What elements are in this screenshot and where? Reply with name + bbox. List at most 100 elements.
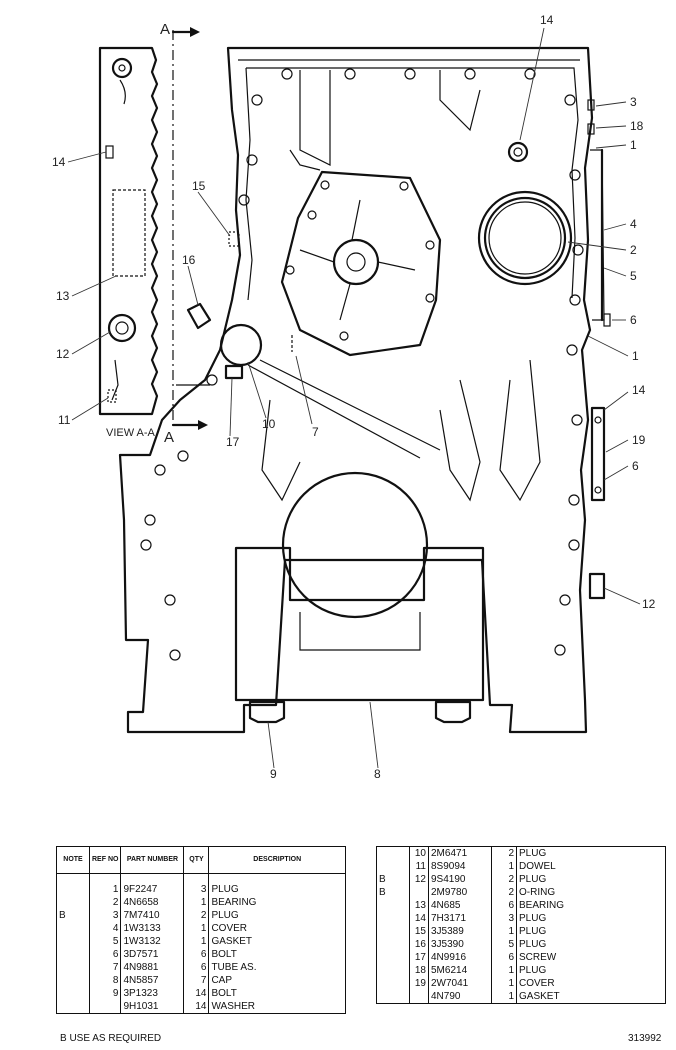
cell-qty: 2 (183, 908, 210, 922)
callout-9: 9 (270, 767, 277, 781)
cell-qty: 1 (183, 934, 210, 948)
cell-ref: 1 (89, 873, 122, 896)
cell-part: 3D7571 (120, 947, 185, 961)
callout-3: 3 (630, 95, 637, 109)
cell-note (56, 947, 90, 961)
cell-part: 1W3132 (120, 934, 185, 948)
cell-part: 4N6658 (120, 895, 185, 909)
cell-part: 3J5390 (428, 938, 492, 951)
cell-desc: PLUG (211, 909, 239, 921)
cell-ref (409, 886, 429, 899)
cell-note (56, 921, 90, 935)
cell-ref: 3 (89, 908, 122, 922)
cell-ref: 14 (409, 912, 429, 925)
cell-qty: 5 (491, 938, 517, 951)
cell-desc: GASKET (519, 991, 560, 1002)
cell-desc: COVER (519, 978, 555, 989)
cell-qty: 3 (183, 873, 210, 896)
section-line-a-a (171, 27, 210, 430)
cell-ref: 12 (409, 873, 429, 886)
cell-desc: BEARING (211, 896, 257, 908)
engine-block-exploded-diagram: 14 3 18 1 4 2 5 6 1 14 19 6 12 8 9 14 15… (52, 13, 656, 781)
cell-note: B (376, 873, 410, 886)
cell-note: B (376, 886, 410, 899)
cell-qty: 7 (183, 973, 210, 987)
cell-desc: PLUG (519, 913, 547, 924)
cell-ref: 8 (89, 973, 122, 987)
cell-part: 4N9916 (428, 951, 492, 964)
header-ref-no: REF NO (89, 846, 122, 874)
front-cover-plate (280, 170, 442, 357)
callout-19: 19 (632, 433, 646, 447)
cell-ref: 10 (409, 846, 429, 860)
section-marker-bottom: A (164, 429, 174, 446)
cell-ref: 19 (409, 977, 429, 990)
cell-desc: TUBE AS. (211, 961, 257, 973)
cell-part: 4N685 (428, 899, 492, 912)
cell-desc: O-RING (519, 887, 556, 898)
parts-table-header: NOTE REF NO PART NUMBER QTY DESCRIPTION (56, 846, 346, 874)
cell-qty: 1 (491, 925, 517, 938)
cell-desc: BOLT (211, 987, 237, 999)
cell-qty: 1 (491, 964, 517, 977)
callout-14-left: 14 (52, 155, 66, 169)
cell-note (56, 986, 90, 1000)
cell-part: 5M6214 (428, 964, 492, 977)
cell-note (56, 873, 90, 896)
cell-part: 4N9881 (120, 960, 185, 974)
cell-qty: 3 (491, 912, 517, 925)
cell-desc: PLUG (519, 874, 547, 885)
cell-ref: 11 (409, 860, 429, 873)
gasket-bolt-holes (140, 68, 584, 661)
cell-note (376, 912, 410, 925)
main-bearing-bolts (248, 700, 472, 724)
cell-desc: WASHER (211, 1000, 255, 1012)
cell-ref: 9 (89, 986, 122, 1000)
cell-qty: 1 (183, 895, 210, 909)
callout-13: 13 (56, 289, 70, 303)
callout-6-low: 6 (632, 459, 639, 473)
callout-15: 15 (192, 179, 206, 193)
callout-11: 11 (58, 413, 71, 427)
cell-part: 1W3133 (120, 921, 185, 935)
cell-qty: 1 (183, 921, 210, 935)
cell-qty: 14 (183, 999, 210, 1013)
cell-part: 4N5857 (120, 973, 185, 987)
cell-qty: 2 (491, 846, 517, 860)
view-a-a-label: VIEW A-A (106, 427, 156, 439)
cell-qty: 2 (491, 886, 517, 899)
cell-ref: 5 (89, 934, 122, 948)
callout-8: 8 (374, 767, 381, 781)
header-description: DESCRIPTION (208, 846, 346, 874)
cell-desc: PLUG (519, 848, 547, 859)
cell-part: 4N790 (428, 990, 492, 1004)
cell-ref: 15 (409, 925, 429, 938)
callout-14-top: 14 (540, 13, 554, 27)
callout-6-top: 6 (630, 313, 637, 327)
cell-qty: 6 (183, 960, 210, 974)
cell-note (56, 960, 90, 974)
cell-qty: 1 (491, 977, 517, 990)
callout-labels: 14 3 18 1 4 2 5 6 1 14 19 6 12 8 9 14 15… (52, 13, 656, 781)
cell-ref (409, 990, 429, 1004)
side-cover (587, 99, 611, 327)
callout-1-top: 1 (630, 138, 637, 152)
callout-7: 7 (312, 425, 319, 439)
callout-5: 5 (630, 269, 637, 283)
leader-lines (67, 27, 641, 769)
cell-ref: 17 (409, 951, 429, 964)
callout-17: 17 (226, 435, 240, 449)
callout-16: 16 (182, 253, 196, 267)
